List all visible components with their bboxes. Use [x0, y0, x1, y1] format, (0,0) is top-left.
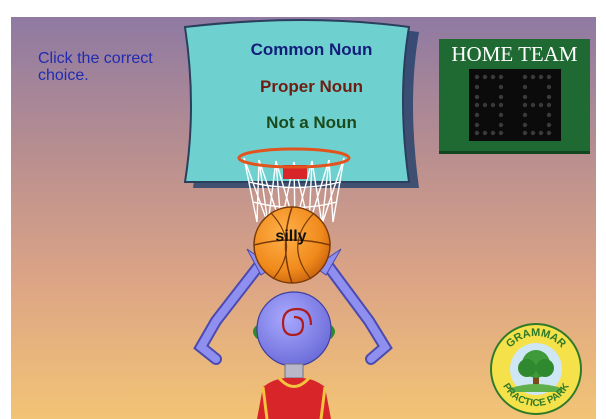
- basketball-icon: [253, 206, 331, 284]
- robot-player-icon: [253, 291, 335, 419]
- scoreboard: HOME TEAM: [439, 39, 590, 154]
- score-display: [469, 69, 561, 141]
- ball-word: silly: [275, 228, 307, 245]
- score-digits-icon: [474, 74, 552, 136]
- choice-common-noun-button[interactable]: Common Noun: [250, 40, 373, 59]
- choice-proper-noun-button[interactable]: Proper Noun: [260, 77, 363, 96]
- grammar-practice-park-logo-icon: GRAMMAR PRACTICE PARK: [490, 323, 582, 415]
- basketball-hoop-icon: [183, 19, 419, 419]
- game-stage: Click the correct choice.: [11, 17, 596, 419]
- instruction-text: Click the correct choice.: [38, 50, 153, 84]
- choice-not-a-noun-button[interactable]: Not a Noun: [266, 113, 357, 132]
- scoreboard-title: HOME TEAM: [451, 42, 578, 66]
